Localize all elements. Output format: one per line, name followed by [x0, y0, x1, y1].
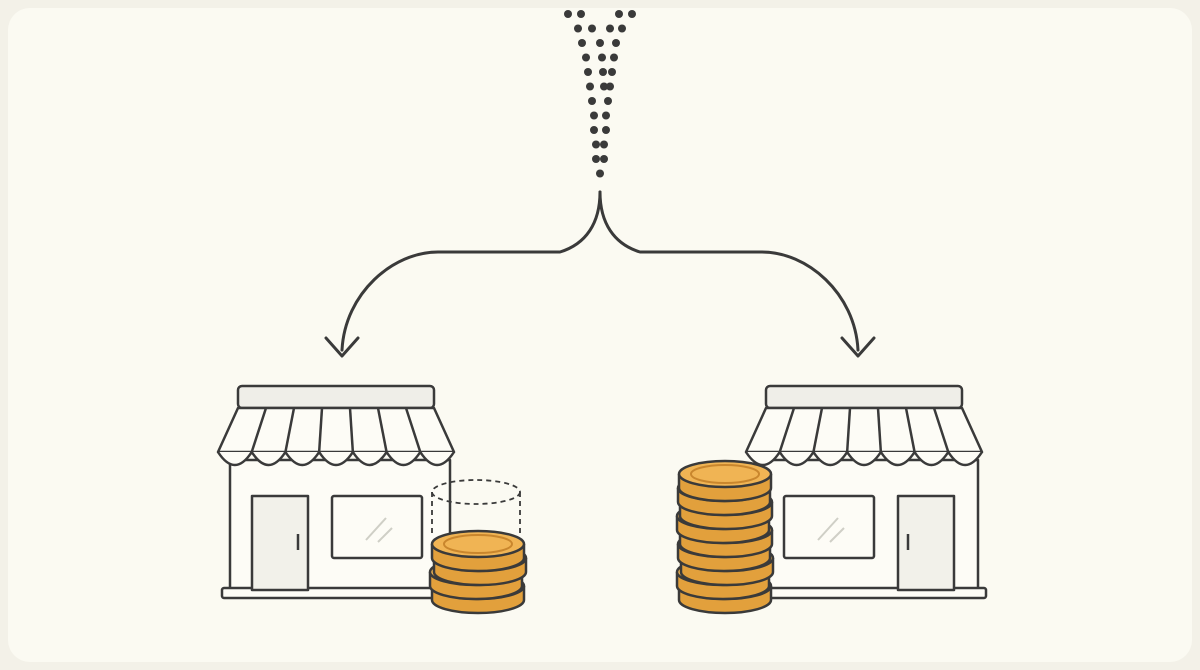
particle-dot	[612, 39, 620, 47]
awning-stripe	[845, 407, 852, 453]
particle-dot	[618, 24, 626, 33]
particle-dot	[628, 10, 636, 18]
particle-dot	[615, 10, 623, 18]
diagram-scene	[216, 10, 988, 615]
particle-dot	[600, 140, 608, 149]
coin-top-rim	[443, 534, 513, 554]
dot-funnel-icon	[564, 10, 636, 178]
particle-dot	[584, 68, 592, 76]
left-coin-stack-icon	[428, 529, 528, 615]
right-coin-stack-icon	[675, 459, 775, 615]
arrow-stem	[598, 190, 860, 352]
particle-dot	[600, 155, 608, 163]
awning-bar	[764, 384, 964, 410]
awning-stripe	[284, 407, 296, 453]
left-arrowhead	[324, 336, 360, 358]
awning-scallop	[744, 450, 984, 467]
particle-dot	[578, 39, 586, 47]
particle-dot	[598, 53, 606, 62]
particle-dot	[564, 10, 572, 18]
awning-stripe	[348, 407, 355, 453]
awning-stripes	[744, 407, 984, 467]
particle-dot	[604, 97, 612, 105]
window-glare	[377, 527, 393, 543]
awning-stripe	[317, 407, 324, 453]
particle-dot	[590, 126, 598, 134]
awning-scallop	[216, 450, 456, 467]
particle-dot	[588, 24, 596, 33]
window-glare	[829, 527, 845, 543]
particle-dot	[596, 169, 604, 178]
coin-top-rim	[690, 464, 760, 484]
particle-dot	[602, 126, 610, 134]
store-door	[250, 494, 310, 592]
diagram-card	[8, 8, 1192, 662]
store-door	[896, 494, 956, 592]
left-storefront-icon	[216, 384, 460, 600]
particle-dot	[590, 111, 598, 120]
right-arrowhead	[840, 336, 876, 358]
particle-dot	[588, 97, 596, 105]
awning-bar	[236, 384, 436, 410]
particle-dot	[586, 82, 594, 91]
particle-dot	[582, 53, 590, 62]
particle-dot	[596, 39, 604, 47]
awning-stripe	[250, 407, 268, 453]
awning-stripe	[376, 407, 388, 453]
split-arrow-icon	[324, 190, 876, 358]
particle-dot	[600, 82, 608, 91]
awning-stripe	[932, 407, 950, 453]
particle-dot	[610, 53, 618, 62]
particle-dot	[592, 155, 600, 163]
awning-stripe	[404, 407, 422, 453]
particle-dot	[602, 111, 610, 120]
arrow-stem	[340, 190, 602, 352]
awning-stripe	[778, 407, 796, 453]
awning-stripe	[812, 407, 824, 453]
particle-dot	[599, 68, 607, 76]
window-glare	[817, 517, 839, 541]
particle-dot	[606, 82, 614, 91]
awning-stripes	[216, 407, 456, 467]
particle-dot	[577, 10, 585, 18]
window-glare	[365, 517, 387, 541]
particle-dot	[592, 140, 600, 149]
particle-dot	[574, 24, 582, 33]
awning-stripe	[904, 407, 916, 453]
dashed-coin-outline-icon	[431, 479, 521, 536]
awning-stripe	[876, 407, 883, 453]
particle-dot	[608, 68, 616, 76]
particle-dot	[606, 24, 614, 33]
right-storefront-icon	[744, 384, 988, 600]
